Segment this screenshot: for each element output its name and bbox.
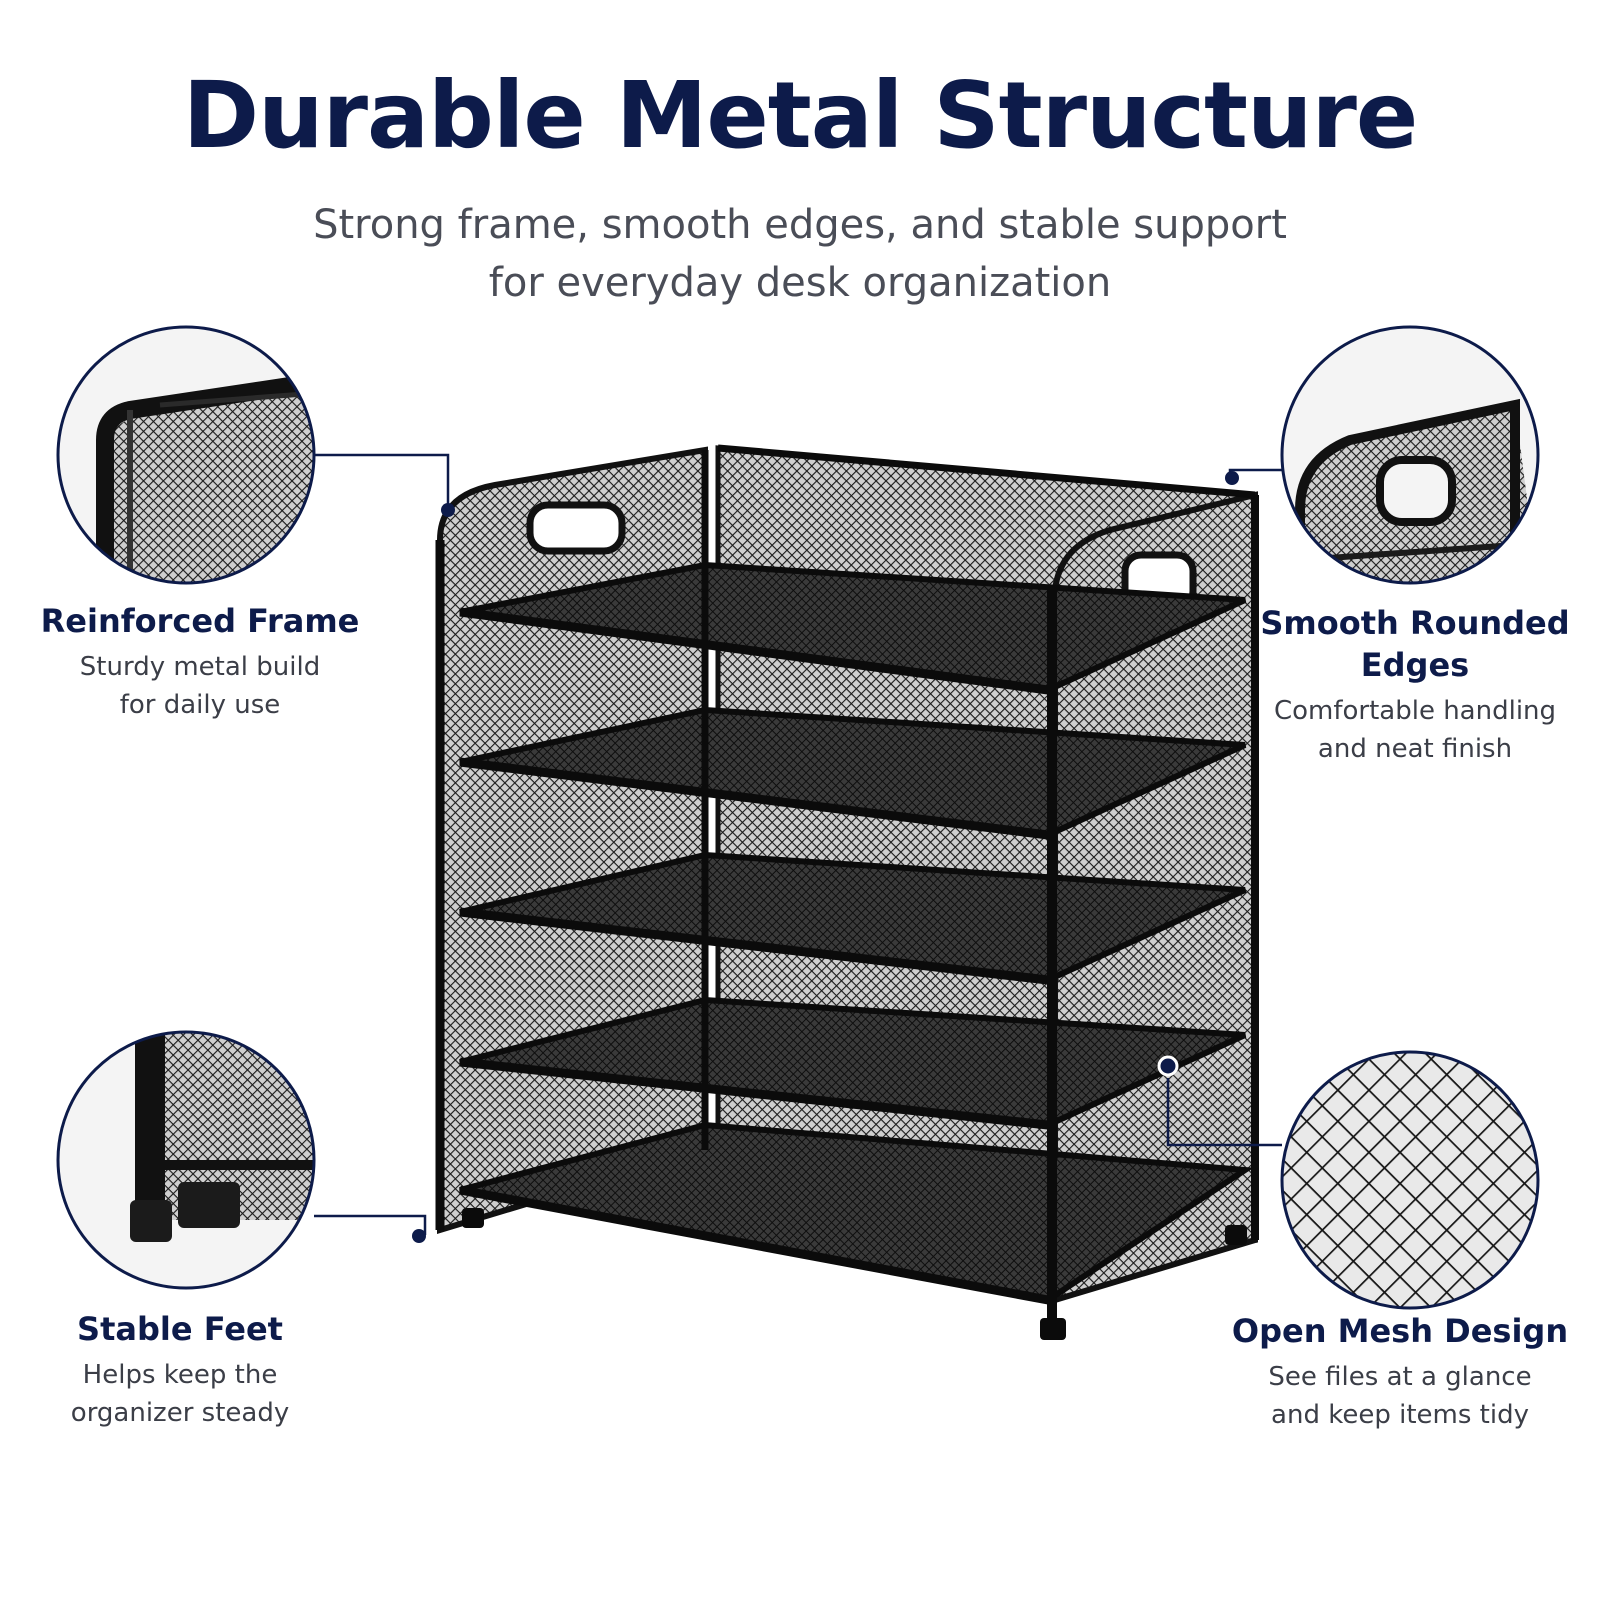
subheadline-line-1: Strong frame, smooth edges, and stable s… [313, 202, 1287, 248]
callout-smooth-rounded-edges: Smooth Rounded Edges Comfortable handlin… [1240, 602, 1590, 768]
callout-reinforced-frame: Reinforced Frame Sturdy metal build for … [30, 600, 370, 724]
subheadline: Strong frame, smooth edges, and stable s… [0, 196, 1600, 312]
callout-description-line: for daily use [119, 690, 281, 720]
stable-feet-pointer-dot [412, 1229, 426, 1243]
foot-front-left [462, 1208, 484, 1228]
callout-description-line: See files at a glance [1268, 1362, 1532, 1392]
callout-description-line: Helps keep the [82, 1360, 278, 1390]
callout-title: Open Mesh Design [1231, 1312, 1569, 1350]
callout-description: See files at a glance and keep items tid… [1210, 1358, 1590, 1434]
rounded-edges-pointer-dot [1225, 471, 1239, 485]
detail-circle-reinforced-frame [56, 325, 316, 585]
callout-description-line: organizer steady [70, 1398, 290, 1428]
open-mesh-pointer-dot [1157, 1055, 1179, 1077]
left-handle-cutout [526, 501, 626, 555]
headline: Durable Metal Structure [182, 62, 1419, 169]
callout-title: Reinforced Frame [40, 602, 360, 640]
callout-description-line: Comfortable handling [1273, 696, 1557, 726]
connector-lines [314, 453, 1282, 1235]
organizer-body [435, 444, 1259, 1340]
callout-description-line: and neat finish [1317, 734, 1513, 764]
detail-circle-open-mesh [1280, 1050, 1540, 1310]
callout-description-line: Sturdy metal build [79, 652, 321, 682]
callout-description-line: and keep items tidy [1271, 1400, 1529, 1430]
detail-circle-rounded-edges [1280, 325, 1540, 585]
callout-open-mesh-design: Open Mesh Design See files at a glance a… [1210, 1310, 1590, 1434]
callout-title-line: Edges [1360, 646, 1470, 684]
detail-circle-stable-feet [56, 1030, 316, 1290]
reinforced-frame-pointer-dot [441, 503, 455, 517]
callout-title-line: Smooth Rounded [1260, 604, 1570, 642]
callout-description: Helps keep the organizer steady [20, 1356, 340, 1432]
subheadline-line-2: for everyday desk organization [488, 260, 1112, 306]
foot-front-right [1040, 1318, 1066, 1340]
callout-description: Sturdy metal build for daily use [30, 648, 370, 724]
foot-back-right [1225, 1225, 1247, 1245]
callout-stable-feet: Stable Feet Helps keep the organizer ste… [20, 1308, 340, 1432]
callout-description: Comfortable handling and neat finish [1240, 692, 1590, 768]
callout-title: Stable Feet [77, 1310, 283, 1348]
